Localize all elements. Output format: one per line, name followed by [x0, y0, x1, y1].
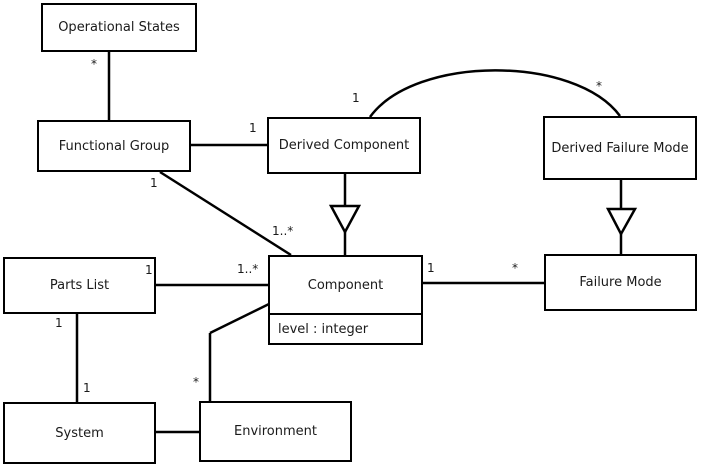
class-name-functional-group: Functional Group	[58, 138, 170, 154]
class-name-system: System	[55, 425, 104, 441]
multiplicity-component-parts-list: 1..*	[237, 262, 259, 276]
multiplicity-derived-component-arc: 1	[352, 91, 360, 105]
class-box-derived-failure-mode[interactable]: Derived Failure Mode	[543, 116, 697, 180]
class-box-parts-list[interactable]: Parts List	[3, 257, 156, 314]
class-box-environment[interactable]: Environment	[199, 401, 352, 462]
connector-derivedcomponent-derivedfailuremode	[368, 69, 622, 118]
generalization-triangle-failuremode	[605, 207, 638, 237]
class-name-derived-component: Derived Component	[278, 138, 410, 153]
class-name-environment: Environment	[233, 424, 317, 439]
multiplicity-functional-group-derived-component: 1	[249, 121, 257, 135]
class-box-component[interactable]: Component level : integer	[268, 255, 423, 345]
multiplicity-parts-list-system: 1	[55, 316, 63, 330]
multiplicity-parts-list-component: 1	[145, 263, 153, 277]
class-attribute-component-level: level : integer	[270, 313, 421, 343]
multiplicity-failure-mode-component: *	[512, 261, 518, 275]
class-name-failure-mode: Failure Mode	[579, 275, 662, 290]
class-box-system[interactable]: System	[3, 402, 156, 464]
multiplicity-derived-failure-mode-arc: *	[596, 79, 602, 93]
connector-environment-component-diagonal	[209, 302, 270, 335]
multiplicity-system-parts-list: 1	[83, 381, 91, 395]
multiplicity-component-functional-group: 1..*	[272, 224, 294, 238]
class-name-parts-list: Parts List	[49, 278, 110, 293]
class-box-derived-component[interactable]: Derived Component	[267, 117, 421, 174]
generalization-triangle-component	[328, 204, 362, 235]
class-box-failure-mode[interactable]: Failure Mode	[544, 254, 697, 311]
class-name-operational-states: Operational States	[58, 20, 180, 35]
multiplicity-environment-component: *	[193, 375, 199, 389]
multiplicity-functional-group-component: 1	[150, 176, 158, 190]
multiplicity-component-failure-mode: 1	[427, 261, 435, 275]
connector-funcgroup-component	[159, 170, 292, 257]
class-box-functional-group[interactable]: Functional Group	[37, 120, 191, 172]
class-box-operational-states[interactable]: Operational States	[41, 3, 197, 52]
multiplicity-operational-states: *	[91, 57, 97, 71]
class-name-derived-failure-mode: Derived Failure Mode	[551, 140, 689, 156]
class-name-component: Component	[307, 277, 384, 293]
